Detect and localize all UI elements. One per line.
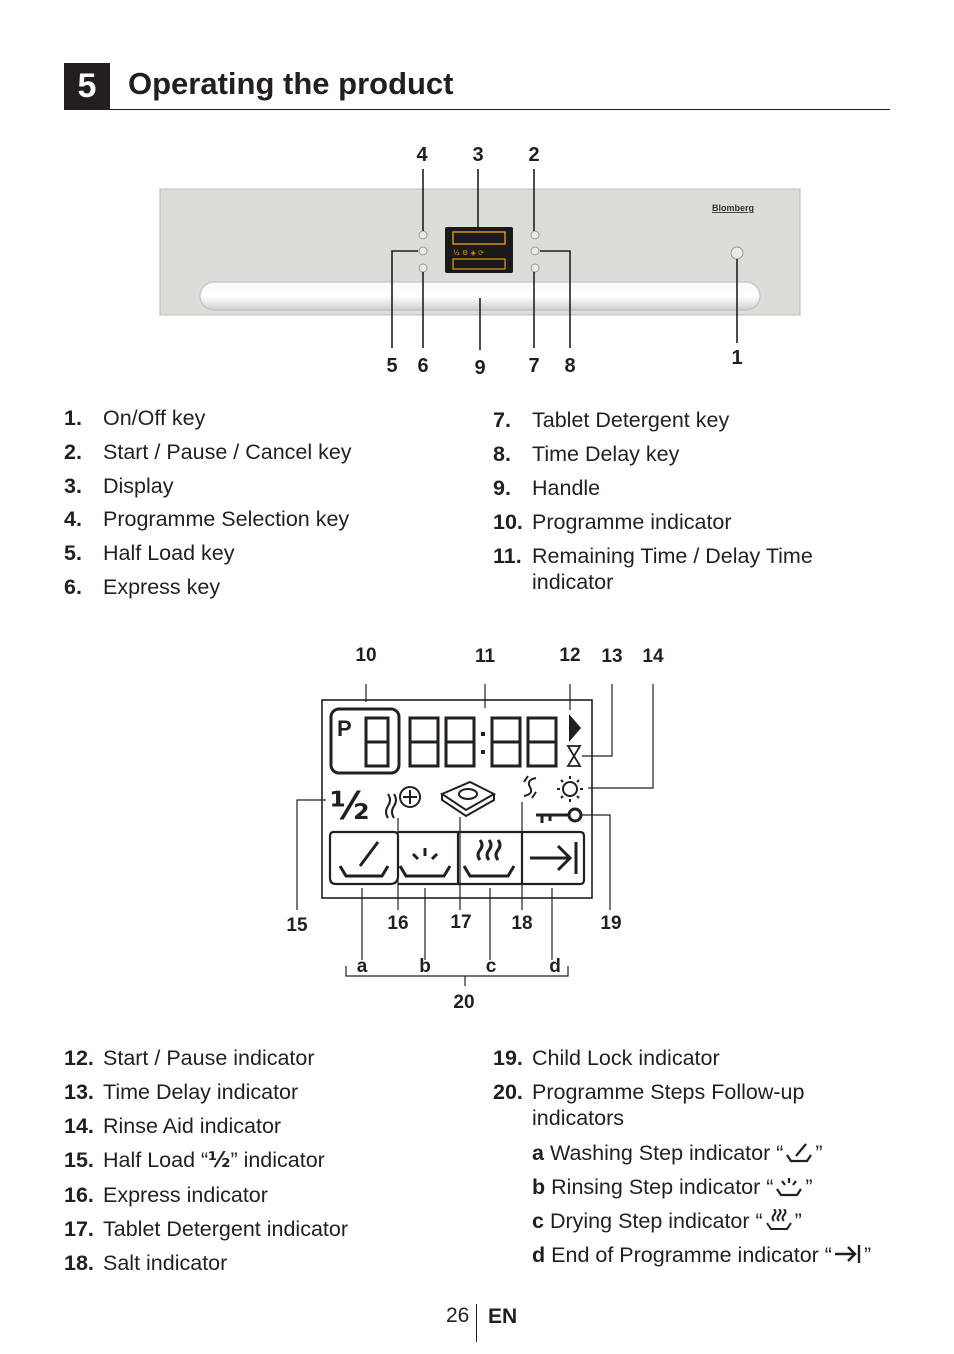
- half-load-indicator-icon: ½: [330, 784, 369, 828]
- tablet-detergent-indicator-icon: [439, 780, 497, 818]
- callout-18: 18: [511, 913, 533, 934]
- list-item: 3.Display: [64, 473, 174, 498]
- time-delay-key[interactable]: [530, 246, 540, 256]
- express-key[interactable]: [418, 263, 428, 273]
- indicators-list-right: 19.Child Lock indicator 20.Programme Ste…: [493, 1045, 873, 1131]
- list-item: 18.Salt indicator: [64, 1251, 228, 1275]
- programme-p-label: P: [337, 716, 352, 741]
- callout-6: 6: [417, 355, 429, 377]
- list-item: 9.Handle: [493, 476, 601, 500]
- callout-10: 10: [355, 645, 377, 666]
- programme-indicator-box: [329, 707, 401, 775]
- start-pause-indicator-icon: [569, 714, 581, 742]
- callout-20: 20: [453, 992, 475, 1013]
- display-window: [445, 227, 513, 273]
- list-item: 4.Programme Selection key: [64, 507, 350, 532]
- half-load-key[interactable]: [418, 246, 428, 256]
- section-title: Operating the product: [128, 66, 454, 101]
- indicators-list-left: 12.Start / Pause indicator 13.Time Delay…: [64, 1045, 484, 1276]
- rinse-aid-sun-icon: [557, 776, 583, 802]
- step-letter-b: b: [419, 956, 431, 977]
- list-item: 7.Tablet Detergent key: [493, 408, 730, 432]
- callout-4: 4: [416, 144, 428, 166]
- callout-17: 17: [450, 912, 472, 933]
- page-number: 26: [446, 1304, 470, 1327]
- list-item: 12.Start / Pause indicator: [64, 1046, 315, 1070]
- list-item: 15.Half Load “½” indicator: [64, 1148, 325, 1173]
- svg-text:½ ⚙ ◈ ⟳: ½ ⚙ ◈ ⟳: [453, 249, 484, 257]
- callout-8: 8: [564, 355, 576, 377]
- half-symbol: ½: [208, 1148, 231, 1173]
- list-item: 14.Rinse Aid indicator: [64, 1114, 282, 1138]
- callout-14: 14: [642, 646, 664, 667]
- child-lock-key-icon: [536, 807, 583, 823]
- display-diagram: P ½: [296, 684, 654, 986]
- list-item: 11.Remaining Time / Delay Time indicator: [493, 544, 813, 594]
- callout-13: 13: [601, 646, 623, 667]
- callout-11: 11: [474, 646, 496, 667]
- hourglass-icon: [566, 745, 582, 767]
- list-item: 5.Half Load key: [64, 541, 235, 566]
- step-letter-a: a: [356, 956, 368, 977]
- start-pause-key[interactable]: [530, 230, 540, 240]
- callout-3: 3: [472, 144, 484, 166]
- control-panel-figure: ½ ⚙ ◈ ⟳ Blomberg: [159, 169, 801, 350]
- list-item: 10.Programme indicator: [493, 510, 732, 534]
- list-item: 17.Tablet Detergent indicator: [64, 1217, 349, 1241]
- footer-divider: [476, 1304, 477, 1342]
- callout-12: 12: [559, 645, 581, 666]
- display-frame: [321, 699, 593, 899]
- mini-digits: [452, 231, 506, 245]
- callout-19: 19: [600, 913, 622, 934]
- rinsing-step-icon: [398, 865, 452, 878]
- callout-15: 15: [286, 915, 308, 936]
- end-programme-box: [522, 830, 586, 886]
- callout-2: 2: [528, 144, 540, 166]
- language-code: EN: [488, 1305, 518, 1328]
- rinsing-step-box: [398, 830, 460, 886]
- list-item: 13.Time Delay indicator: [64, 1080, 299, 1104]
- programme-selection-key[interactable]: [418, 230, 428, 240]
- step-letter-c: c: [485, 956, 497, 977]
- washing-step-icon: [786, 1143, 813, 1163]
- brand-logo: Blomberg: [712, 203, 754, 213]
- callout-1: 1: [731, 347, 743, 369]
- list-item: 8.Time Delay key: [493, 442, 680, 466]
- callout-9: 9: [474, 357, 486, 379]
- salt-indicator-icon: [523, 775, 537, 799]
- callout-16: 16: [387, 913, 409, 934]
- rinsing-step-icon: [776, 1178, 803, 1197]
- list-item: 6.Express key: [64, 574, 221, 599]
- drying-step-icon: [765, 1209, 792, 1230]
- express-indicator-icon: [385, 786, 421, 819]
- end-programme-icon: [834, 1245, 861, 1263]
- callout-7: 7: [528, 355, 540, 377]
- step-letter-d: d: [549, 956, 561, 977]
- callout-5: 5: [386, 355, 398, 377]
- on-off-key[interactable]: [730, 246, 744, 260]
- keys-list-right: 7.Tablet Detergent key 8.Time Delay key …: [493, 407, 853, 595]
- drying-step-icon: [462, 865, 516, 878]
- washing-step-icon: [338, 865, 390, 878]
- section-rule: [110, 109, 890, 110]
- list-item: 2.Start / Pause / Cancel key: [64, 439, 352, 464]
- keys-list-left: 1.On/Off key 2.Start / Pause / Cancel ke…: [64, 405, 464, 600]
- tablet-detergent-key[interactable]: [530, 263, 540, 273]
- list-item: 16.Express indicator: [64, 1183, 268, 1207]
- list-item: 20.Programme Steps Follow-up indicators: [493, 1080, 805, 1130]
- list-item: 19.Child Lock indicator: [493, 1046, 720, 1070]
- section-number: 5: [64, 63, 110, 110]
- list-item: 1.On/Off key: [64, 406, 206, 430]
